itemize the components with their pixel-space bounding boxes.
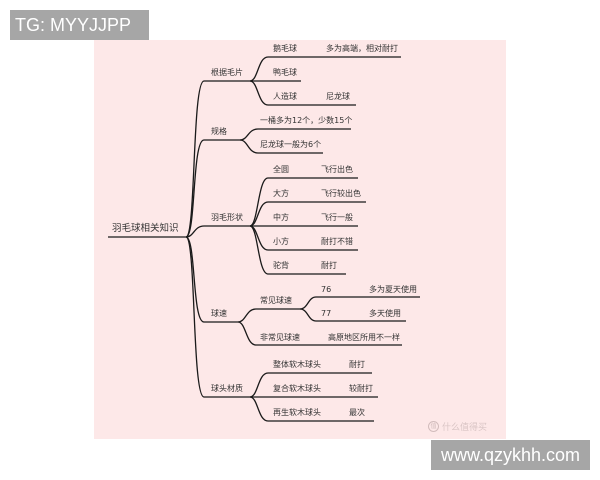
leaf-detail: 飞行出色	[321, 165, 353, 174]
leaf-node: 人造球	[273, 92, 297, 101]
watermark-bottom-right: www.qzykhh.com	[431, 440, 590, 470]
leaf-node: 鸭毛球	[273, 68, 297, 77]
leaf-detail: 飞行较出色	[321, 189, 361, 198]
mindmap-root-node: 羽毛球相关知识	[112, 223, 179, 234]
leaf-node: 整体软木球头	[273, 360, 321, 369]
branch-node-cork-material: 球头材质	[211, 384, 243, 393]
branch-node-spec: 规格	[211, 127, 227, 136]
leaf-detail: 多为高端，相对耐打	[326, 44, 398, 53]
branch-node-feather-type: 根据毛片	[211, 68, 243, 77]
leaf-detail: 高原地区所用不一样	[328, 333, 400, 342]
leaf-node: 非常见球速	[260, 333, 300, 342]
leaf-detail: 飞行一般	[321, 213, 353, 222]
leaf-node: 复合软木球头	[273, 384, 321, 393]
leaf-detail: 多天使用	[369, 309, 401, 318]
leaf-node: 77	[321, 309, 332, 318]
leaf-detail: 最次	[349, 408, 365, 417]
leaf-node: 一桶多为12个，少数15个	[260, 116, 353, 125]
leaf-node: 驼背	[273, 261, 289, 270]
branch-node-speed: 球速	[211, 309, 227, 318]
leaf-detail: 耐打不错	[321, 237, 353, 246]
sub-branch-node: 常见球速	[260, 296, 292, 305]
leaf-detail: 耐打	[349, 360, 365, 369]
leaf-detail: 耐打	[321, 261, 337, 270]
watermark-top-left: TG: MYYJJPP	[10, 10, 149, 40]
leaf-node: 76	[321, 285, 332, 294]
leaf-node: 尼龙球一般为6个	[260, 140, 322, 149]
leaf-detail: 多为夏天使用	[369, 285, 417, 294]
leaf-node: 全圆	[273, 165, 289, 174]
site-watermark-text: 什么值得买	[442, 423, 488, 433]
leaf-node: 小方	[273, 237, 289, 246]
leaf-node: 鹅毛球	[273, 44, 297, 53]
site-watermark: 值 什么值得买	[428, 420, 487, 433]
leaf-detail: 尼龙球	[326, 92, 350, 101]
leaf-detail: 较耐打	[349, 384, 373, 393]
branch-node-feather-shape: 羽毛形状	[211, 213, 243, 222]
leaf-node: 再生软木球头	[273, 408, 321, 417]
leaf-node: 中方	[273, 213, 289, 222]
site-logo-icon: 值	[428, 421, 439, 432]
leaf-node: 大方	[273, 189, 289, 198]
